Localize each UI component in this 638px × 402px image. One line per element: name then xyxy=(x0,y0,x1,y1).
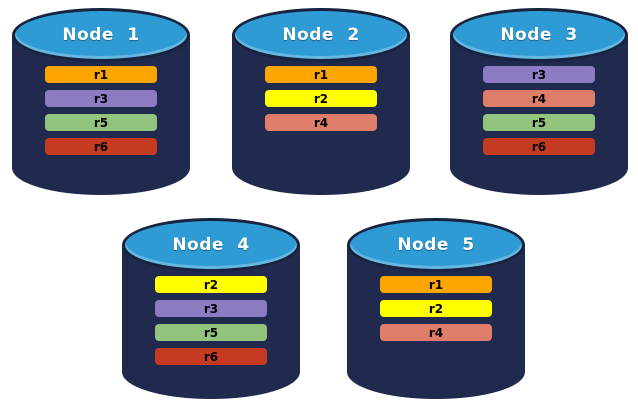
record-list: r2 r3 r5 r6 xyxy=(155,276,267,365)
record-bar-r3: r3 xyxy=(483,66,595,83)
cylinder-top: Node 2 xyxy=(232,8,410,62)
record-bar-r1: r1 xyxy=(265,66,377,83)
node-title: Node 5 xyxy=(397,235,475,255)
record-list: r3 r4 r5 r6 xyxy=(483,66,595,155)
cylinder-top: Node 4 xyxy=(122,218,300,272)
record-bar-r2: r2 xyxy=(155,276,267,293)
record-list: r1 r3 r5 r6 xyxy=(45,66,157,155)
db-node-1: Node 1 r1 r3 r5 r6 xyxy=(12,8,190,195)
record-bar-r5: r5 xyxy=(483,114,595,131)
cylinder-top: Node 1 xyxy=(12,8,190,62)
db-node-2: Node 2 r1 r2 r4 xyxy=(232,8,410,195)
db-node-5: Node 5 r1 r2 r4 xyxy=(347,218,525,399)
node-title: Node 4 xyxy=(172,235,250,255)
db-node-3: Node 3 r3 r4 r5 r6 xyxy=(450,8,628,195)
record-bar-r5: r5 xyxy=(45,114,157,131)
record-bar-r3: r3 xyxy=(155,300,267,317)
cylinder-top: Node 3 xyxy=(450,8,628,62)
node-title: Node 3 xyxy=(500,25,578,45)
node-title: Node 1 xyxy=(62,25,140,45)
record-bar-r6: r6 xyxy=(45,138,157,155)
record-bar-r5: r5 xyxy=(155,324,267,341)
record-bar-r4: r4 xyxy=(483,90,595,107)
record-bar-r3: r3 xyxy=(45,90,157,107)
cylinder-top: Node 5 xyxy=(347,218,525,272)
record-list: r1 r2 r4 xyxy=(265,66,377,131)
node-title: Node 2 xyxy=(282,25,360,45)
record-bar-r4: r4 xyxy=(380,324,492,341)
record-bar-r6: r6 xyxy=(155,348,267,365)
record-bar-r6: r6 xyxy=(483,138,595,155)
record-bar-r2: r2 xyxy=(265,90,377,107)
record-list: r1 r2 r4 xyxy=(380,276,492,341)
record-bar-r4: r4 xyxy=(265,114,377,131)
record-bar-r1: r1 xyxy=(45,66,157,83)
record-bar-r2: r2 xyxy=(380,300,492,317)
record-bar-r1: r1 xyxy=(380,276,492,293)
db-node-4: Node 4 r2 r3 r5 r6 xyxy=(122,218,300,399)
